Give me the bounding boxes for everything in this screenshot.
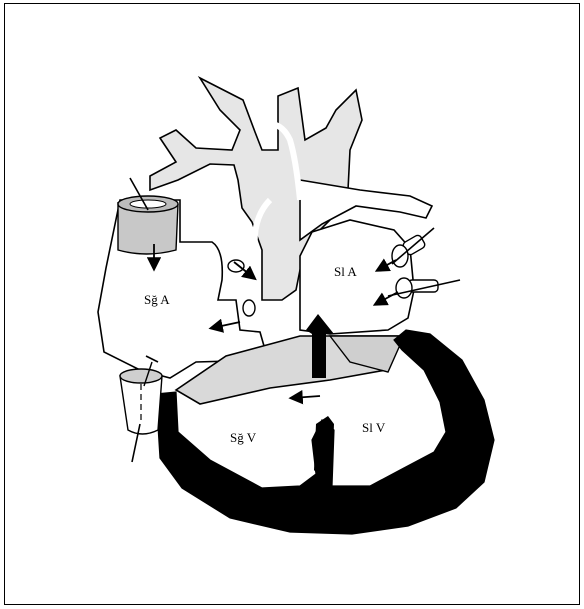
svc-cannula-icon <box>118 178 178 254</box>
vein-ostium-1 <box>228 260 244 272</box>
label-right-ventricle: Sğ V <box>230 430 257 445</box>
label-right-atrium: Sğ A <box>144 292 170 307</box>
label-left-atrium: Sl A <box>334 264 357 279</box>
septum <box>314 416 334 480</box>
vein-ostium-2 <box>243 300 255 316</box>
ivc-cannula-icon <box>120 356 162 462</box>
arrow-icon <box>292 396 320 398</box>
label-left-ventricle: Sl V <box>362 420 386 435</box>
